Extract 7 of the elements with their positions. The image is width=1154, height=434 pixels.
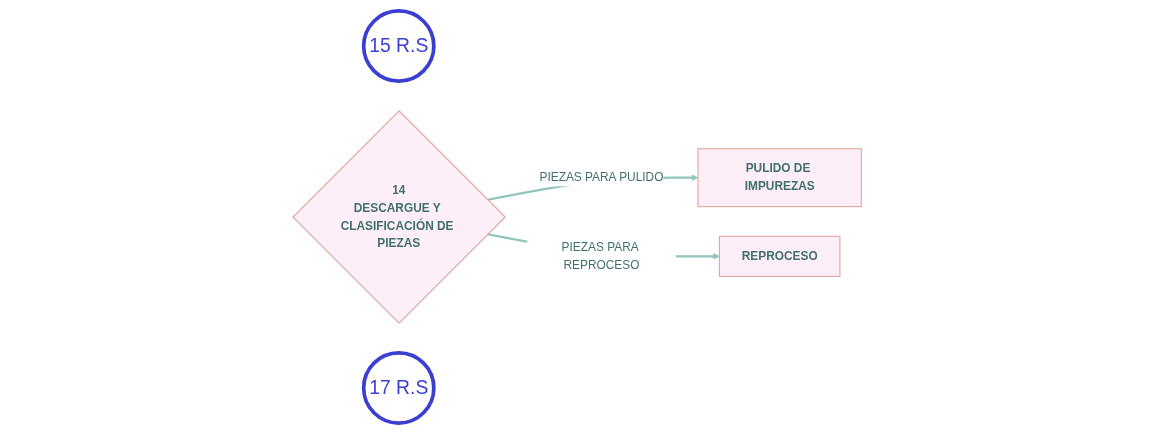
- node-diamond: 14 DESCARGUE Y CLASIFICACIÓN DE PIEZAS: [292, 110, 506, 324]
- node-box: REPROCESO: [718, 235, 841, 277]
- node-circle: 17 R.S: [361, 351, 436, 425]
- node-circle: 15 R.S: [361, 9, 436, 83]
- edge-label: PIEZAS PARA REPROCESO: [561, 240, 640, 272]
- edge-label: PIEZAS PARA PULIDO: [539, 170, 664, 184]
- node-box: PULIDO DE IMPUREZAS: [697, 148, 862, 208]
